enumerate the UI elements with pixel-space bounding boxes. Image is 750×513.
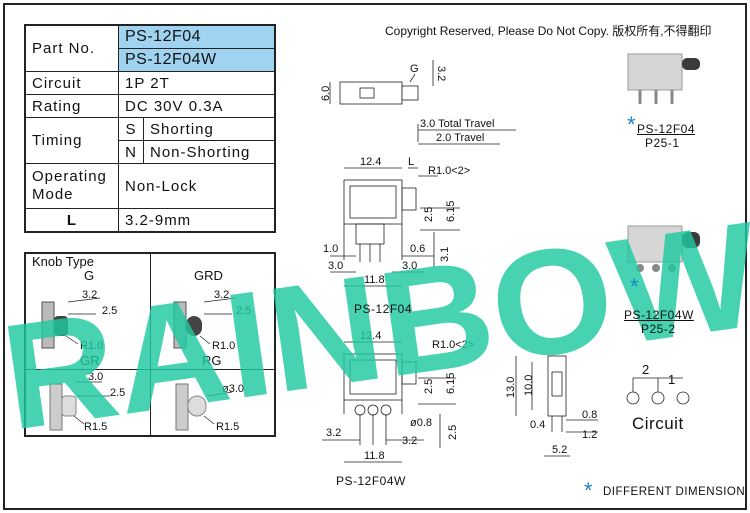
circuit-pin-1: 1: [668, 372, 675, 387]
top-view-g: G: [410, 63, 419, 75]
caption-ps12f04: PS-12F04: [354, 302, 413, 316]
knob-label-g: G: [84, 268, 95, 283]
part-number-2: PS-12F04W: [118, 48, 276, 72]
knob-gr-dim-3: R1.5: [84, 421, 107, 433]
product-name-ps12f04: PS-12F04: [637, 122, 696, 136]
timing-value-n: Non-Shorting: [143, 140, 276, 164]
rating-value: DC 30V 0.3A: [118, 94, 276, 118]
knob-gr-dim-2: 2.5: [110, 387, 125, 399]
f04w-dim-6-15: 6.15: [445, 373, 457, 394]
side-view-drawing: [515, 355, 598, 457]
side-dim-5-2: 5.2: [552, 444, 567, 456]
knob-g-drawing: 3.2 2.5 R1.0: [41, 289, 117, 352]
top-view-drawing: [329, 60, 516, 145]
knob-type-box: Knob Type G GRD GR RG 3.2 2.5 R1.0 3.2 2…: [24, 252, 276, 437]
knob-grd-dim-1: 3.2: [214, 289, 229, 301]
knob-label-rg: RG: [202, 353, 222, 368]
f04w-dim-3-2b: 3.2: [402, 435, 417, 447]
knob-g-dim-2: 2.5: [102, 305, 117, 317]
timing-code-s: S: [118, 117, 144, 141]
f04-dim-l: L: [408, 156, 414, 168]
knob-gr-drawing: 3.0 2.5 R1.5: [49, 371, 125, 433]
caption-ps12f04w: PS-12F04W: [336, 474, 406, 488]
knob-grd-dim-2: 2.5: [236, 305, 251, 317]
f04w-dim-11-8: 11.8: [364, 450, 385, 462]
knob-type-title: Knob Type: [32, 254, 94, 269]
side-dim-0-4: 0.4: [530, 419, 545, 431]
operating-mode-label: Operating Mode: [24, 163, 119, 209]
f04w-dim-0-8: ø0.8: [410, 417, 432, 429]
knob-g-dim-3: R1.0: [80, 340, 103, 352]
side-dim-1-2: 1.2: [582, 429, 597, 441]
circuit-caption: Circuit: [632, 414, 684, 433]
f04w-dim-12-4: 12.4: [360, 330, 381, 342]
knob-rg-drawing: ø3.0 R1.5: [175, 383, 244, 433]
knob-label-gr: GR: [80, 353, 100, 368]
product-photo-ps12f04w: [627, 225, 700, 272]
drawing-frame: [3, 3, 747, 510]
f04-dim-2-5: 2.5: [423, 207, 435, 222]
top-view-total-travel: 3.0 Total Travel: [420, 118, 494, 130]
ps12f04w-front-drawing: [322, 341, 456, 463]
knob-drawings: 3.2 2.5 R1.0 3.2 2.5 R1.0 3.0 2.5 R1.5: [41, 289, 251, 433]
legend-text: DIFFERENT DIMENSION: [603, 486, 746, 498]
f04-dim-12-4: 12.4: [360, 156, 381, 168]
side-dim-0-8: 0.8: [582, 409, 597, 421]
knob-rg-dim-1: ø3.0: [222, 383, 244, 395]
timing-code-n: N: [118, 140, 144, 164]
knob-divider-vertical: [150, 254, 151, 435]
f04-dim-6-15: 6.15: [445, 201, 457, 222]
circuit-pin-2: 2: [642, 362, 649, 377]
f04-dim-3-0b: 3.0: [402, 260, 417, 272]
knob-g-dim-1: 3.2: [82, 289, 97, 301]
knob-rg-dim-2: R1.5: [216, 421, 239, 433]
legend-star: *: [584, 478, 594, 503]
f04-dim-0-6: 0.6: [410, 243, 425, 255]
rating-label: Rating: [24, 94, 119, 118]
knob-label-grd: GRD: [194, 268, 223, 283]
ps12f04-front-drawing: [330, 167, 460, 287]
f04w-dim-2-5a: 2.5: [423, 379, 435, 394]
operating-mode-value: Non-Lock: [118, 163, 276, 209]
copyright-notice: Copyright Reserved, Please Do Not Copy. …: [385, 24, 712, 38]
l-value: 3.2-9mm: [118, 208, 276, 233]
circuit-schematic: [626, 377, 690, 405]
product-code-ps12f04: P25-1: [645, 136, 680, 150]
knob-grd-dim-3: R1.0: [212, 340, 235, 352]
top-view-travel: 2.0 Travel: [436, 132, 484, 144]
f04-dim-11-8: 11.8: [364, 274, 385, 286]
l-label: L: [24, 208, 119, 233]
product-photo-ps12f04: [627, 53, 700, 104]
top-view-3-2: 3.2: [435, 66, 447, 81]
f04w-dim-2-5b: 2.5: [447, 425, 459, 440]
star-ps12f04: *: [627, 112, 637, 137]
star-ps12f04w: *: [630, 274, 640, 299]
f04w-dim-3-2a: 3.2: [326, 427, 341, 439]
knob-divider-horizontal: [26, 369, 274, 370]
f04-dim-3-1: 3.1: [439, 247, 451, 262]
top-view-6-0: 6.0: [320, 86, 332, 101]
f04-dim-r1: R1.0<2>: [428, 165, 470, 177]
f04-dim-3-0a: 3.0: [328, 260, 343, 272]
knob-gr-dim-1: 3.0: [88, 371, 103, 383]
product-code-ps12f04w: P25-2: [641, 322, 676, 336]
spec-table: Part No. PS-12F04 PS-12F04W Circuit 1P 2…: [24, 24, 276, 233]
side-dim-13-0: 13.0: [505, 377, 517, 398]
side-dim-10-0: 10.0: [523, 375, 535, 396]
f04-dim-1-0: 1.0: [323, 243, 338, 255]
product-name-ps12f04w: PS-12F04W: [624, 308, 694, 322]
knob-grd-drawing: 3.2 2.5 R1.0: [173, 289, 251, 352]
f04w-dim-r1: R1.0<2>: [432, 339, 474, 351]
